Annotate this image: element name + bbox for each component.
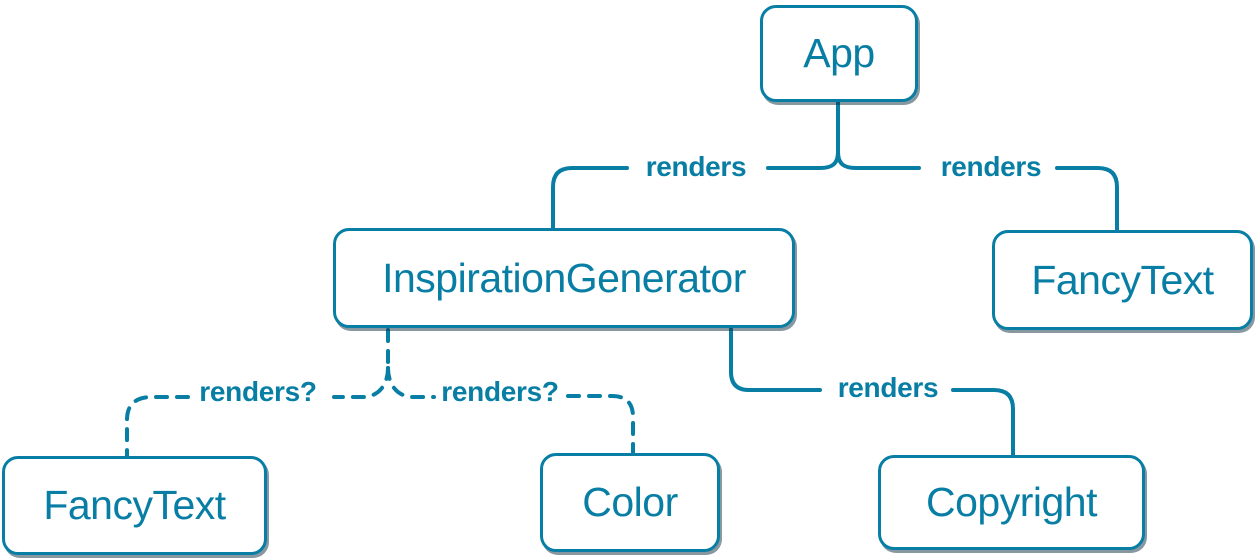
node-color: Color [540,453,720,552]
edge-label-app-inspirationgenerator: renders [645,151,747,182]
conditional-edges [125,328,635,458]
node-fancy-text-bottom: FancyText [2,456,267,555]
node-app: App [760,5,918,102]
edge-conditional-left-flare [332,366,390,399]
node-inspiration-generator-label: InspirationGenerator [382,254,746,301]
edge-app-to-inspirationgenerator-drop [551,166,629,230]
edge-label-inspirationgenerator-fancytext: renders? [199,376,317,407]
node-color-label: Color [582,479,678,525]
edge-app-to-fancytext-drop [1055,166,1119,232]
edge-inspirationgenerator-to-copyright-stem [729,326,822,392]
edge-conditional-to-fancytext-drop [125,395,190,458]
node-fancy-text-top: FancyText [992,230,1253,330]
node-copyright: Copyright [878,455,1145,550]
edge-label-app-fancytext: renders [940,151,1042,182]
edge-label-inspirationgenerator-color: renders? [441,376,559,407]
edge-app-to-inspirationgenerator-left-flare [766,150,840,170]
node-fancy-text-top-label: FancyText [1031,256,1214,303]
node-fancy-text-bottom-label: FancyText [43,482,226,528]
edge-inspirationgenerator-to-copyright-drop [951,388,1015,457]
node-app-label: App [803,30,875,76]
solid-edges [551,100,1119,457]
edge-conditional-right-flare [386,366,436,399]
edge-app-to-fancytext-right-flare [836,150,921,170]
edge-label-inspirationgenerator-copyright: renders [837,372,939,403]
node-copyright-label: Copyright [926,479,1097,525]
edge-conditional-to-color-drop [566,394,635,455]
node-inspiration-generator: InspirationGenerator [333,228,795,328]
